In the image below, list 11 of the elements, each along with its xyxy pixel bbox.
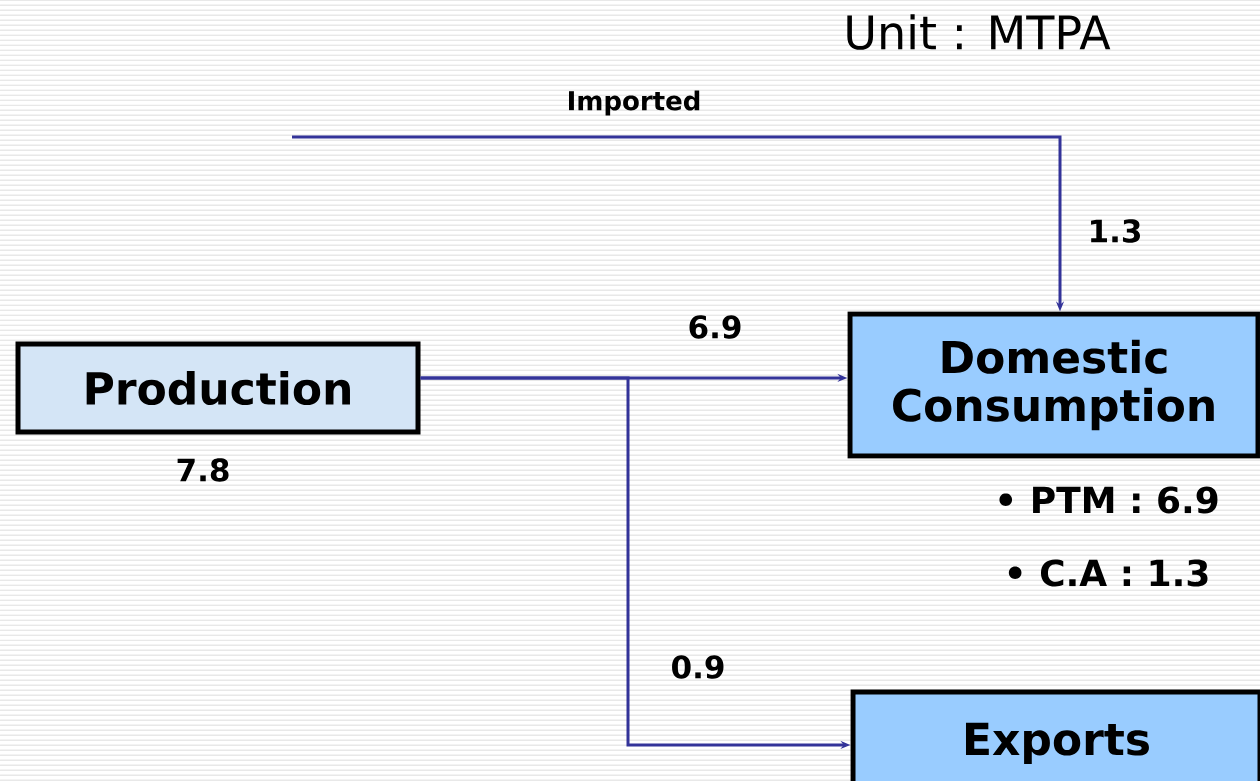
flow-label: Imported: [569, 90, 700, 116]
bullet-item: • PTM : 6.9: [999, 486, 1218, 514]
process-box: Domestic Consumption: [847, 311, 1260, 459]
unit-label: Unit : MTPA: [847, 14, 1111, 50]
edge-label: 0.9: [672, 655, 724, 679]
process-box: Exports: [850, 689, 1260, 781]
process-box: Production: [15, 341, 421, 435]
edge-label: 1.3: [1091, 219, 1141, 243]
value-label: 7.8: [177, 458, 229, 482]
edge-label: 6.9: [689, 315, 741, 339]
bullet-item: • C.A : 1.3: [1008, 559, 1208, 587]
